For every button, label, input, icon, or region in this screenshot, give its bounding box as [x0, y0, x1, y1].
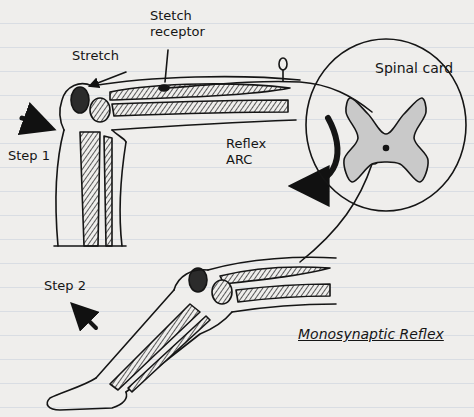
spinal-cord-shape [306, 39, 466, 211]
illustration-stroke [54, 245, 126, 247]
illustration-stroke [60, 84, 92, 130]
upper-leg-drawing [54, 77, 300, 246]
arc-label: Reflex ARC [226, 136, 288, 168]
diagram-title: Monosynaptic Reflex [298, 326, 444, 342]
illustration-stroke [47, 378, 126, 410]
illustration-stroke [80, 132, 100, 246]
illustration-stroke [212, 280, 232, 304]
cord-outline [306, 39, 466, 211]
spinal-cord-label: Spinal card [375, 60, 453, 77]
illustration-stroke [112, 130, 126, 142]
illustration-stroke [110, 304, 200, 390]
kick-arrow [74, 306, 96, 328]
illustration-stroke [174, 270, 208, 290]
step-label: Step 2 [44, 278, 86, 294]
illustration-stroke [232, 304, 336, 312]
reflex-arc-arrow [296, 118, 337, 186]
illustration-stroke [104, 136, 112, 246]
ganglion-stem [282, 70, 284, 81]
illustration-stroke [112, 100, 288, 116]
illustration-stroke [71, 87, 89, 113]
illustration-stroke [220, 267, 330, 284]
illustration-stroke [128, 316, 210, 392]
stretch-label: Stretch [72, 48, 119, 64]
illustration-stroke [110, 84, 290, 100]
illustration-stroke [112, 120, 296, 130]
central-canal [384, 146, 389, 151]
motor-neuron [300, 164, 372, 262]
leader-line [165, 50, 168, 82]
grey-matter [344, 98, 428, 182]
lower-leg-drawing [47, 257, 336, 410]
illustration-stroke [22, 50, 378, 410]
receptor-label: Stetch receptor [150, 8, 230, 40]
sensory-neuron [168, 81, 372, 112]
illustration-stroke [90, 98, 110, 122]
tap-arrow [22, 118, 50, 128]
stretch-arrow [90, 72, 126, 86]
illustration-stroke [120, 142, 126, 246]
illustration-stroke [56, 130, 64, 246]
illustration-stroke [236, 284, 330, 302]
dorsal-root-ganglion [279, 58, 287, 70]
spinal-cord-section: Spinal card [303, 36, 469, 214]
step-label: Step 1 [8, 148, 50, 164]
